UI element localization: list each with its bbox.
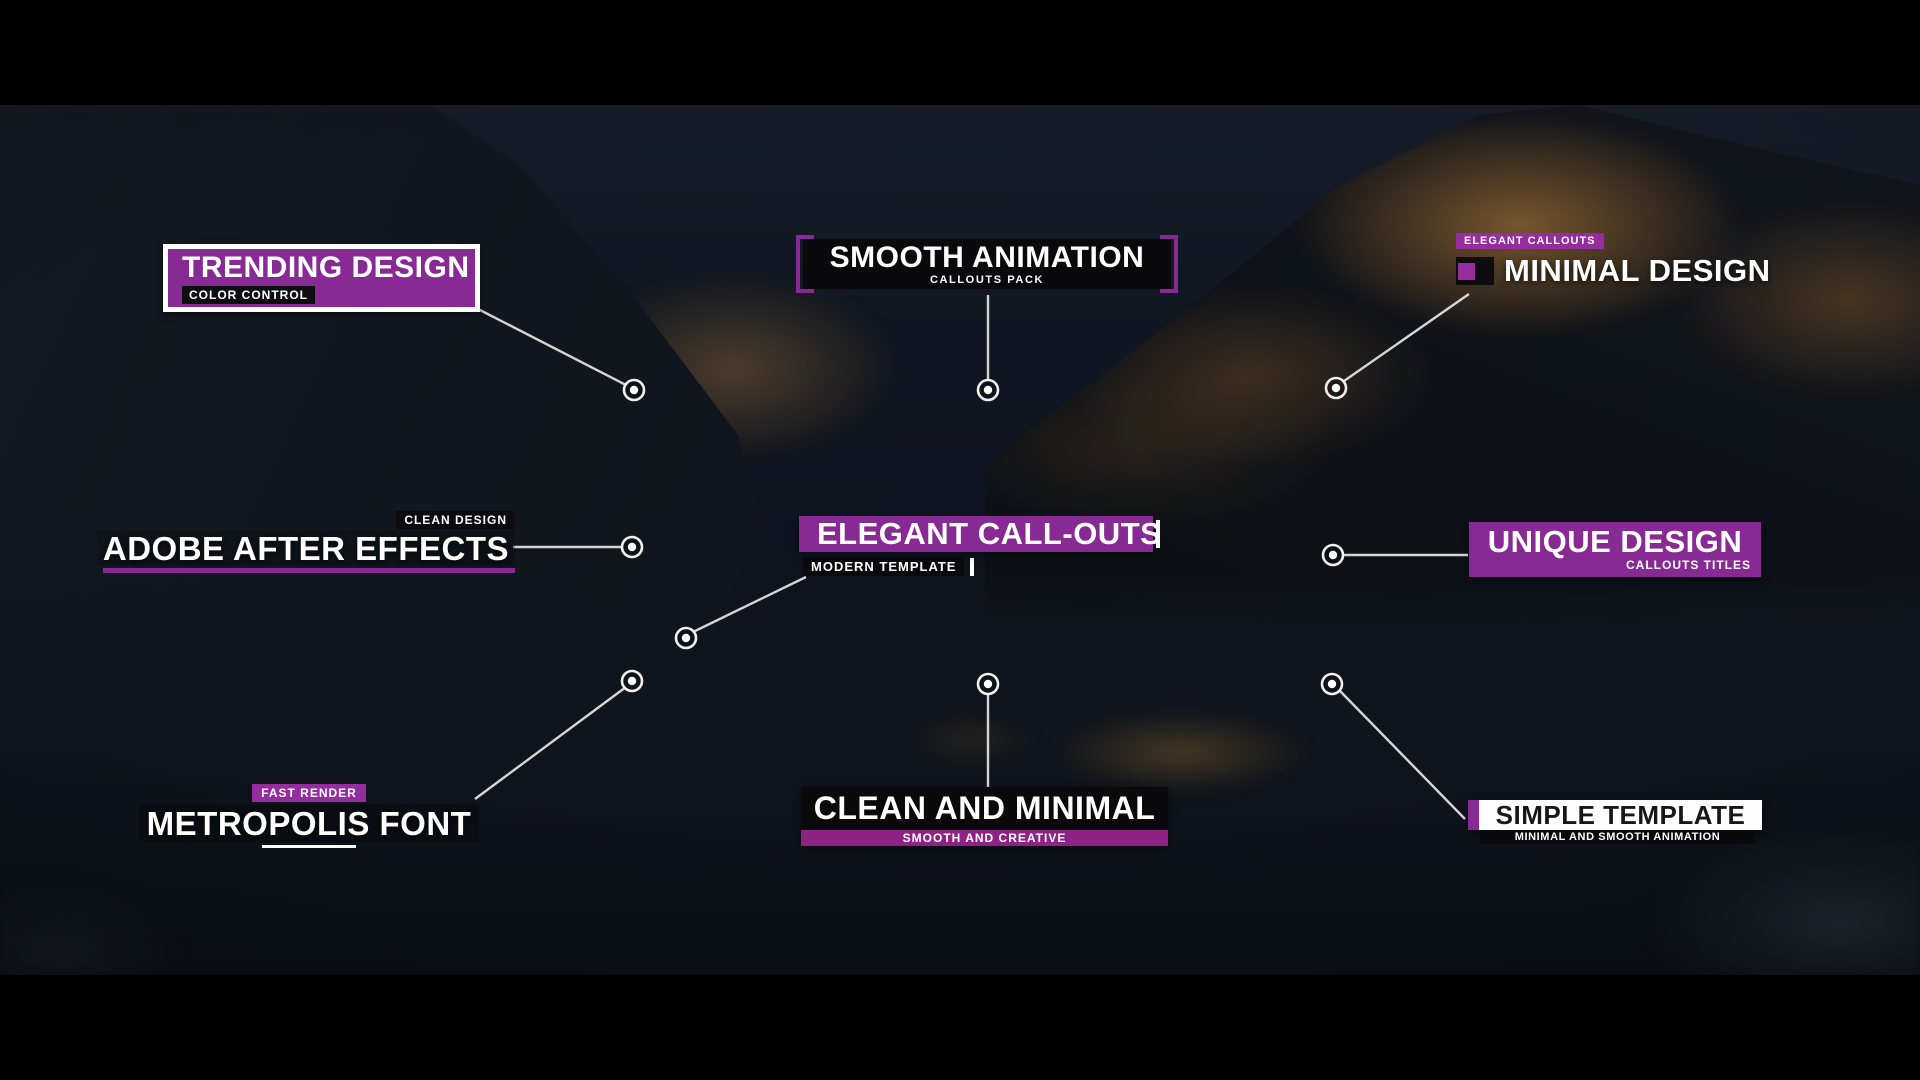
callout-badge: ELEGANT CALLOUTS [1456, 233, 1604, 249]
callout-clean-and-minimal: CLEAN AND MINIMAL SMOOTH AND CREATIVE [801, 787, 1168, 846]
callout-smooth-animation: SMOOTH ANIMATION CALLOUTS PACK [796, 235, 1178, 293]
bracket-right-decoration [1160, 235, 1178, 293]
bullet-square-icon [1458, 262, 1475, 280]
text-cursor-icon [970, 557, 975, 576]
callout-subtitle-row: MODERN TEMPLATE [803, 557, 1153, 576]
bracket-left-decoration [796, 235, 814, 293]
callout-title: METROPOLIS FONT [138, 804, 480, 842]
callout-subtitle-badge: COLOR CONTROL [182, 286, 315, 304]
callout-box: SIMPLE TEMPLATE [1468, 800, 1762, 830]
callout-minimal-design: ELEGANT CALLOUTS MINIMAL DESIGN [1456, 233, 1771, 289]
callout-box: CLEAN AND MINIMAL [801, 787, 1168, 830]
callout-subtitle: CALLOUTS PACK [929, 274, 1045, 286]
callout-title: TRENDING DESIGN [182, 251, 470, 284]
callout-title-row: MINIMAL DESIGN [1456, 253, 1771, 289]
purple-underline-decoration [103, 568, 515, 573]
callout-elegant-call-outs: ELEGANT CALL-OUTS MODERN TEMPLATE [799, 516, 1162, 576]
callout-box: ELEGANT CALL-OUTS [799, 516, 1162, 552]
bullet-square-backdrop [1456, 257, 1494, 285]
text-cursor-icon [1156, 520, 1160, 548]
callout-unique-design: UNIQUE DESIGN CALLOUTS TITLES [1469, 522, 1761, 577]
callout-metropolis-font: FAST RENDER METROPOLIS FONT [138, 784, 480, 848]
callout-box: SMOOTH ANIMATION CALLOUTS PACK [803, 239, 1171, 289]
callout-title: ADOBE AFTER EFFECTS [96, 530, 515, 566]
callout-title: MINIMAL DESIGN [1504, 253, 1771, 288]
white-underline-decoration [262, 845, 356, 848]
callout-badge: FAST RENDER [252, 784, 366, 802]
callout-trending-design: TRENDING DESIGN COLOR CONTROL [163, 244, 480, 312]
callout-subtitle-bar: MINIMAL AND SMOOTH ANIMATION [1480, 830, 1755, 844]
callout-subtitle-bar: SMOOTH AND CREATIVE [801, 830, 1168, 846]
callout-title: ELEGANT CALL-OUTS [817, 516, 1162, 551]
callout-title: UNIQUE DESIGN [1487, 524, 1743, 559]
callout-title: CLEAN AND MINIMAL [813, 790, 1156, 826]
callout-subtitle: CALLOUTS TITLES [1626, 558, 1751, 572]
callout-title: SMOOTH ANIMATION [829, 241, 1145, 274]
callout-subtitle-badge: MODERN TEMPLATE [803, 557, 965, 576]
purple-strip-decoration [1468, 800, 1479, 830]
callout-badge: CLEAN DESIGN [396, 511, 515, 529]
callout-simple-template: SIMPLE TEMPLATE MINIMAL AND SMOOTH ANIMA… [1468, 800, 1762, 844]
callout-title: SIMPLE TEMPLATE [1495, 800, 1746, 830]
callout-adobe-after-effects: CLEAN DESIGN ADOBE AFTER EFFECTS [96, 511, 515, 573]
callout-subtitle: MINIMAL AND SMOOTH ANIMATION [1514, 831, 1721, 843]
callout-subtitle: SMOOTH AND CREATIVE [902, 831, 1067, 845]
